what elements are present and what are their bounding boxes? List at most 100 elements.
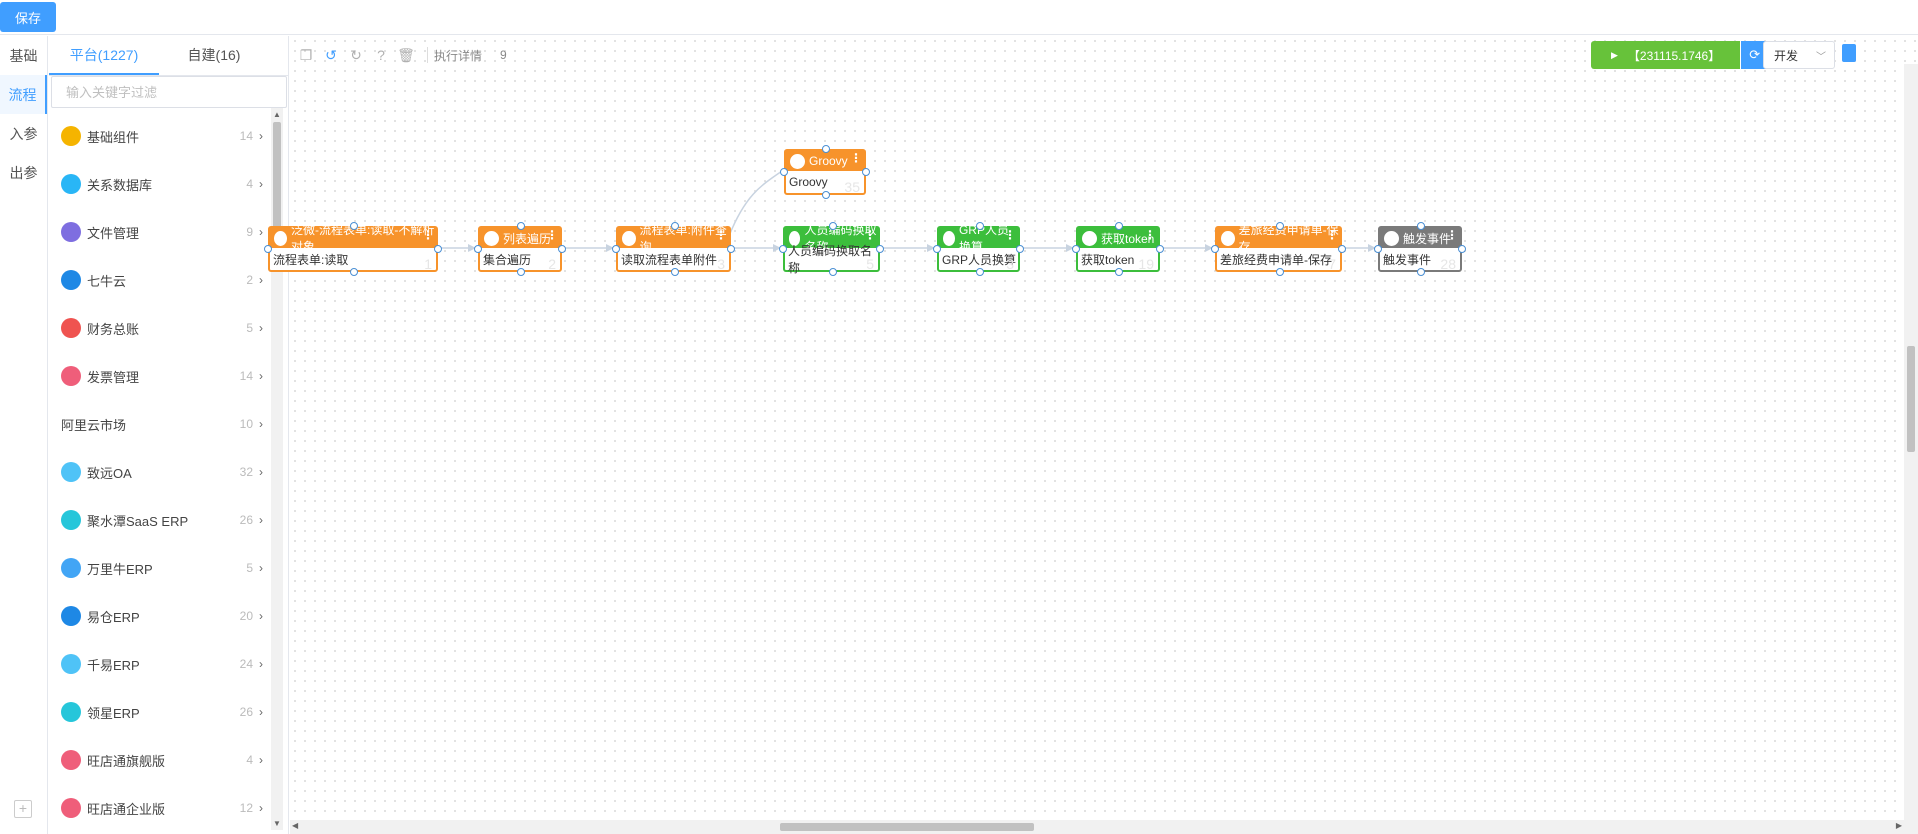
node-port[interactable] bbox=[558, 245, 566, 253]
node-port[interactable] bbox=[474, 245, 482, 253]
node-port[interactable] bbox=[1156, 245, 1164, 253]
node-port[interactable] bbox=[828, 222, 837, 230]
node-port[interactable] bbox=[1072, 245, 1080, 253]
node-port[interactable] bbox=[779, 245, 787, 253]
tab-platform[interactable]: 平台(1227) bbox=[49, 36, 159, 75]
panel-scrollbar[interactable]: ▲ ▼ bbox=[271, 108, 283, 830]
node-port[interactable] bbox=[780, 168, 788, 176]
node-port[interactable] bbox=[1417, 222, 1425, 230]
flow-node-header[interactable]: 差旅经费申请单-保存⋮ bbox=[1217, 223, 1340, 254]
scroll-down-arrow-icon[interactable]: ▼ bbox=[273, 819, 281, 828]
clipboard-icon[interactable] bbox=[1842, 44, 1856, 62]
flow-node-header[interactable]: GRP人员换算⋮ bbox=[939, 223, 1018, 254]
exec-detail-link[interactable]: 执行详情 bbox=[434, 48, 483, 63]
node-port[interactable] bbox=[350, 268, 358, 276]
flow-node-header[interactable]: 流程表单:附件查询⋮ bbox=[618, 223, 729, 254]
vtab-basic[interactable]: 基础 bbox=[9, 47, 38, 64]
node-port[interactable] bbox=[822, 145, 830, 153]
node-port[interactable] bbox=[1275, 268, 1284, 276]
delete-icon[interactable]: 🗑 bbox=[397, 46, 415, 63]
node-port[interactable] bbox=[862, 168, 870, 176]
node-port[interactable] bbox=[1275, 222, 1284, 230]
node-port[interactable] bbox=[876, 245, 884, 253]
node-port[interactable] bbox=[517, 268, 525, 276]
redo-icon[interactable]: ↻ bbox=[350, 46, 362, 63]
flow-node-header[interactable]: 泛微-流程表单:读取-不解析对象⋮ bbox=[270, 223, 436, 254]
node-port[interactable] bbox=[612, 245, 620, 253]
node-port[interactable] bbox=[727, 245, 735, 253]
scroll-left-arrow-icon[interactable]: ◀ bbox=[292, 821, 299, 830]
node-port[interactable] bbox=[264, 245, 272, 253]
more-menu-icon[interactable]: ⋮ bbox=[1446, 228, 1458, 242]
more-menu-icon[interactable]: ⋮ bbox=[1144, 228, 1156, 242]
node-port[interactable] bbox=[350, 222, 358, 230]
node-port[interactable] bbox=[975, 222, 984, 230]
environment-select[interactable]: 开发 ﹀ bbox=[1763, 41, 1835, 69]
scrollbar-thumb[interactable] bbox=[780, 823, 1034, 831]
more-menu-icon[interactable]: ⋮ bbox=[546, 228, 558, 242]
run-button[interactable]: ▶ 【231115.1746】 bbox=[1591, 41, 1741, 69]
vtab-output-params[interactable]: 出参 bbox=[9, 164, 38, 181]
more-menu-icon[interactable]: ⋮ bbox=[850, 151, 862, 165]
scroll-up-arrow-icon[interactable]: ▲ bbox=[273, 110, 281, 119]
canvas-horizontal-scrollbar[interactable]: ◀ ▶ bbox=[290, 820, 1918, 834]
canvas-vertical-scrollbar[interactable] bbox=[1904, 64, 1918, 820]
more-menu-icon[interactable]: ⋮ bbox=[422, 228, 434, 242]
node-port[interactable] bbox=[1211, 245, 1219, 253]
flow-node-header[interactable]: 人员编码换取名称⋮ bbox=[785, 223, 878, 254]
flow-node-header[interactable]: Groovy⋮ bbox=[786, 151, 864, 171]
node-port[interactable] bbox=[1338, 245, 1346, 253]
node-port[interactable] bbox=[933, 245, 941, 253]
node-port[interactable] bbox=[1417, 268, 1425, 276]
component-filter-input[interactable] bbox=[51, 76, 287, 108]
tab-custom[interactable]: 自建(16) bbox=[187, 47, 241, 63]
vtab-input-params[interactable]: 入参 bbox=[9, 125, 38, 142]
save-button[interactable]: 保存 bbox=[0, 2, 56, 32]
node-port[interactable] bbox=[670, 222, 679, 230]
flow-canvas[interactable]: ❐ ↺ ↻ ? 🗑 执行详情 9 ▶ 【231115.1746】 ⟳ ▼ 开发 … bbox=[264, 36, 1918, 834]
node-port[interactable] bbox=[828, 268, 837, 276]
node-port[interactable] bbox=[670, 268, 679, 276]
node-port[interactable] bbox=[1016, 245, 1024, 253]
vtab-flow[interactable]: 流程 bbox=[0, 75, 47, 114]
node-port[interactable] bbox=[1374, 245, 1382, 253]
flow-node-header[interactable]: 列表遍历⋮ bbox=[480, 228, 560, 248]
more-menu-icon[interactable]: ⋮ bbox=[864, 228, 876, 242]
node-port[interactable] bbox=[517, 222, 525, 230]
node-port[interactable] bbox=[434, 245, 442, 253]
scroll-right-arrow-icon[interactable]: ▶ bbox=[1895, 821, 1902, 830]
node-port[interactable] bbox=[1458, 245, 1466, 253]
node-port[interactable] bbox=[1115, 268, 1123, 276]
add-icon[interactable]: + bbox=[14, 800, 32, 818]
flow-node-header[interactable]: 触发事件⋮ bbox=[1380, 228, 1460, 248]
scrollbar-thumb[interactable] bbox=[273, 122, 281, 272]
more-menu-icon[interactable]: ⋮ bbox=[715, 228, 727, 242]
more-menu-icon[interactable]: ⋮ bbox=[1004, 228, 1016, 242]
more-menu-icon[interactable]: ⋮ bbox=[1326, 228, 1338, 242]
help-icon[interactable]: ? bbox=[377, 47, 385, 63]
node-port[interactable] bbox=[822, 191, 830, 199]
